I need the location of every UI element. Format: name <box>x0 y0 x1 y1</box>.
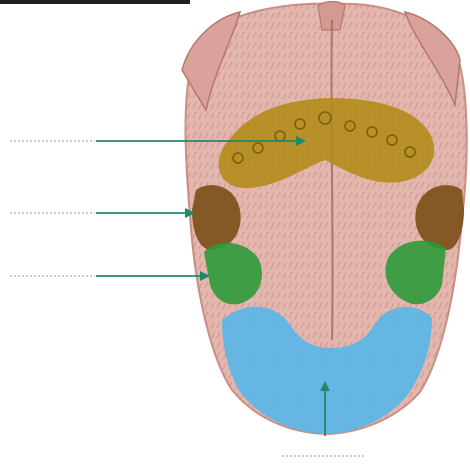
top-edge-strip <box>0 0 190 4</box>
median-sulcus <box>331 20 332 340</box>
